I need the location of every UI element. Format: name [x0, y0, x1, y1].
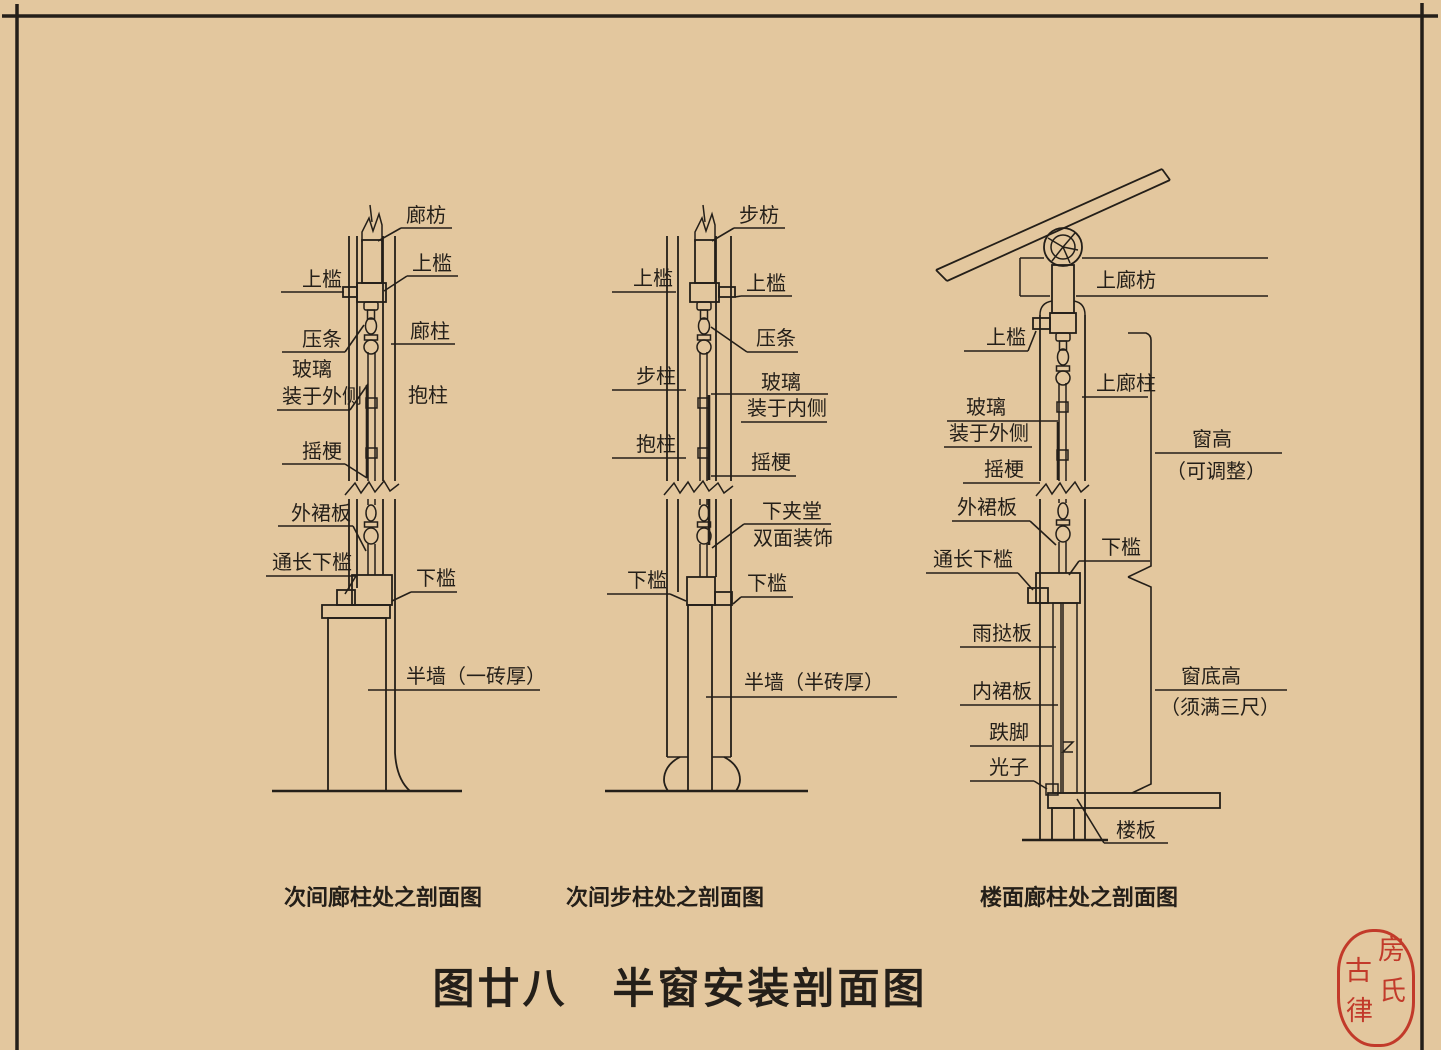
caption-section-2: 次间步柱处之剖面图 — [566, 885, 764, 911]
label-hug-post: 抱柱 — [408, 383, 448, 407]
section-1-porch-column: 廊枋 上槛 上槛 压条 廊柱 玻璃 装于外侧 抱柱 摇梗 外裙板 通长下槛 下槛… — [266, 203, 546, 911]
label-die-jiao: 跌脚 — [989, 720, 1029, 744]
label-through-sill: 通长下槛 — [933, 547, 1013, 571]
label-inner-skirt: 内裙板 — [972, 679, 1032, 703]
caption-section-1: 次间廊柱处之剖面图 — [284, 885, 482, 911]
label-lower-panel-2: 双面装饰 — [753, 526, 833, 550]
label-hug-post: 抱柱 — [636, 432, 676, 456]
label-top-rail-left: 上槛 — [302, 267, 342, 291]
label-window-height-note: （可调整） — [1166, 459, 1266, 483]
label-top-rail: 上槛 — [986, 325, 1026, 349]
s2-structure — [605, 204, 808, 793]
label-column: 步柱 — [636, 364, 676, 388]
label-glass: 玻璃 — [292, 357, 332, 381]
label-glass-side: 装于外侧 — [282, 384, 362, 408]
seal-char-1: 房 — [1378, 935, 1405, 966]
seal-char-3: 古 — [1345, 956, 1372, 987]
sheet-title: 图廿八 半窗安装剖面图 — [432, 964, 927, 1013]
s3-leaders — [926, 330, 1287, 844]
label-through-sill: 通长下槛 — [272, 550, 352, 574]
label-sill-left: 下槛 — [627, 568, 667, 592]
section-2-step-column: 步枋 上槛 上槛 压条 步柱 玻璃 装于内侧 抱柱 摇梗 下夹堂 双面装饰 下槛… — [566, 203, 897, 911]
label-pivot: 摇梗 — [302, 439, 342, 463]
label-lower-panel: 下夹堂 — [762, 499, 822, 523]
label-beam: 廊枋 — [406, 203, 446, 227]
label-guang-zi: 光子 — [989, 755, 1029, 779]
label-pivot: 摇梗 — [984, 457, 1024, 481]
label-half-wall: 半墙（一砖厚） — [406, 664, 546, 688]
seal-char-4: 律 — [1346, 996, 1373, 1027]
frame-border — [2, 3, 1438, 1050]
s3-structure — [935, 168, 1268, 842]
seal-stamp: 房 氏 古 律 — [1337, 929, 1415, 1047]
label-glass-side: 装于内侧 — [747, 396, 827, 420]
label-top-rail-right: 上槛 — [412, 251, 452, 275]
label-top-rail-left: 上槛 — [633, 266, 673, 290]
label-upper-beam: 上廊枋 — [1096, 268, 1156, 292]
label-pivot: 摇梗 — [751, 450, 791, 474]
label-upper-column: 上廊柱 — [1096, 371, 1156, 395]
label-sill: 下槛 — [1101, 535, 1141, 559]
s1-structure — [272, 204, 462, 793]
s1-leaders — [266, 227, 540, 691]
label-sill-right: 下槛 — [747, 571, 787, 595]
label-window-height: 窗高 — [1192, 427, 1232, 451]
label-outer-skirt: 外裙板 — [291, 501, 351, 525]
label-column: 廊柱 — [410, 319, 450, 343]
label-window-base: 窗底高 — [1181, 664, 1241, 688]
label-bead: 压条 — [756, 326, 796, 350]
label-window-base-note: （须满三尺） — [1160, 695, 1280, 719]
label-glass: 玻璃 — [966, 395, 1006, 419]
label-top-rail-right: 上槛 — [746, 271, 786, 295]
label-glass: 玻璃 — [761, 370, 801, 394]
label-sill: 下槛 — [416, 566, 456, 590]
label-bead: 压条 — [302, 327, 342, 351]
s2-leaders — [607, 227, 897, 698]
seal-char-2: 氏 — [1379, 976, 1406, 1007]
label-outer-skirt: 外裙板 — [957, 495, 1017, 519]
label-beam: 步枋 — [739, 203, 779, 227]
caption-section-3: 楼面廊柱处之剖面图 — [980, 885, 1178, 911]
label-glass-side: 装于外侧 — [949, 421, 1029, 445]
section-3-floor-porch-column: 上廊枋 上槛 上廊柱 玻璃 装于外侧 摇梗 外裙板 通长下槛 下槛 雨挞板 内裙… — [926, 168, 1287, 911]
label-rain-board: 雨挞板 — [972, 621, 1032, 645]
label-floor-board: 楼板 — [1116, 818, 1156, 842]
label-half-wall: 半墙（半砖厚） — [744, 670, 884, 694]
